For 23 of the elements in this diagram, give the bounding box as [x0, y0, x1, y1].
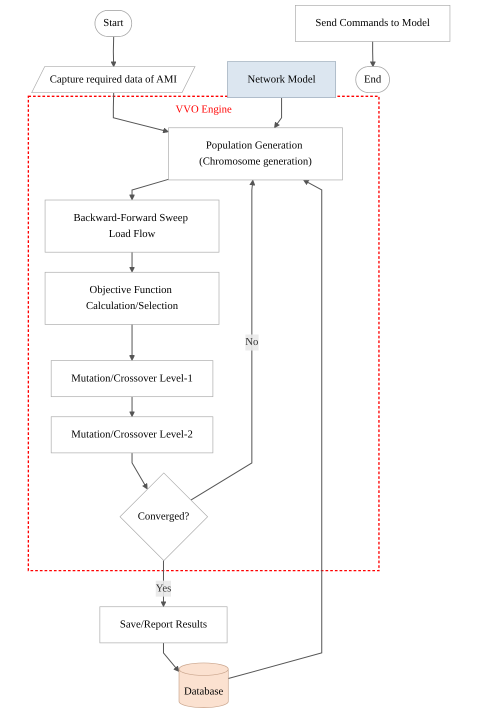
node-box: Mutation/Crossover Level-1 [50, 360, 214, 398]
arrow [228, 180, 322, 680]
node-box: Mutation/Crossover Level-2 [50, 416, 214, 454]
node-box: Objective Function Calculation/Selection [44, 272, 220, 325]
node-box: Save/Report Results [99, 606, 228, 644]
edge-label: No [245, 336, 258, 348]
arrow [274, 98, 282, 128]
edge-label: Yes [156, 582, 172, 594]
node-box: Send Commands to Model [294, 5, 450, 42]
arrow [128, 252, 135, 273]
arrow [128, 396, 135, 418]
arrow [128, 178, 169, 200]
arrow [131, 452, 148, 490]
arrow [162, 642, 180, 672]
node-box: Population Generation (Chromosome generation) [168, 127, 343, 180]
arrow [190, 180, 256, 501]
node-diamond: Converged? [119, 472, 208, 562]
arrow [370, 41, 376, 68]
node-box: Network Model [226, 61, 336, 98]
node-box: Backward-Forward Sweep Load Flow [44, 200, 220, 253]
arrow [110, 36, 116, 68]
arrow [112, 92, 169, 134]
arrow [128, 324, 135, 361]
